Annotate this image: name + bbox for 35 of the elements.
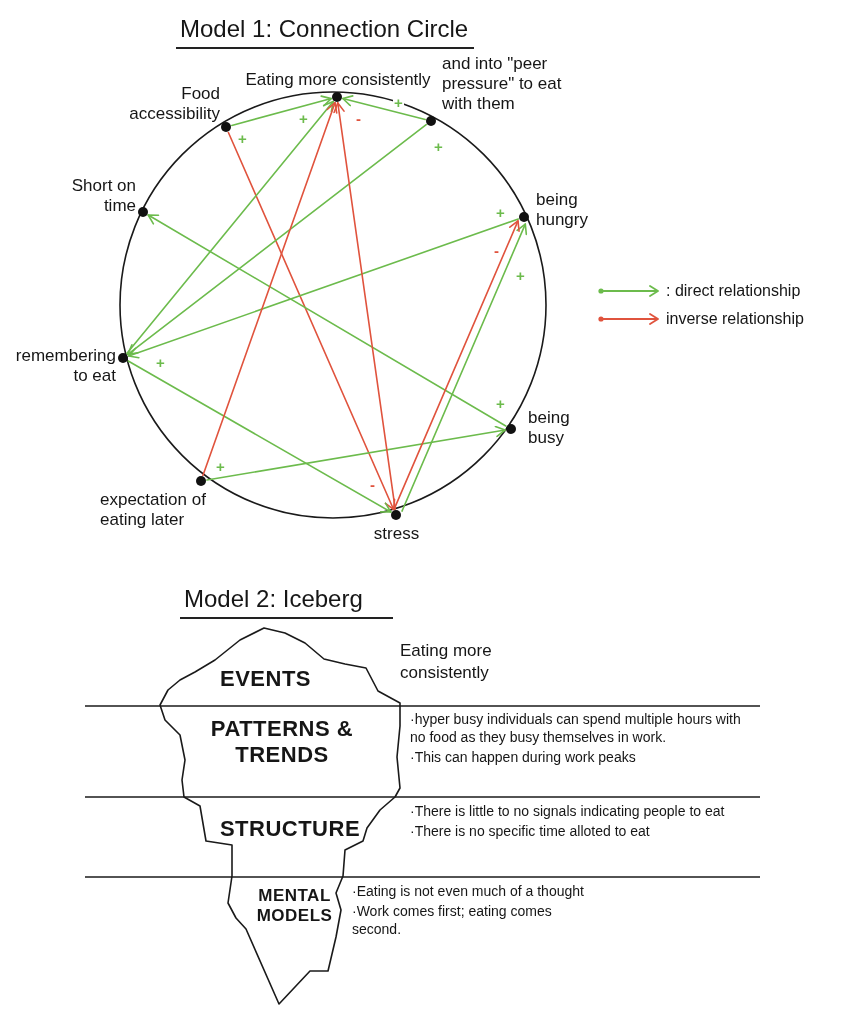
level-description: ·This can happen during work peaks	[410, 748, 637, 766]
level-description: ·Eating is not even much of a thought	[352, 882, 585, 900]
node-label: Food accessibility	[128, 84, 220, 124]
level-name: EVENTS	[219, 666, 312, 692]
level-name: MENTAL MODELS	[256, 886, 333, 926]
level-description: ·hyper busy individuals can spend multiple hours with no food as they busy themselves in work.	[410, 710, 742, 746]
arrow	[127, 360, 392, 513]
level-description: ·There is little to no signals indicating people to eat	[410, 802, 726, 820]
arrow	[227, 131, 396, 511]
node-label: remembering to eat	[14, 346, 116, 386]
level-description: ·There is no specific time alloted to eat	[410, 822, 651, 840]
legend-label: : direct relationship	[666, 281, 801, 301]
node-label: being hungry	[536, 190, 589, 230]
arrow	[202, 101, 338, 477]
node-label: Eating more consistently	[245, 70, 431, 90]
arrow	[147, 214, 507, 427]
level-description: Eating more consistently	[400, 640, 493, 684]
section-heading: Model 2: Iceberg	[180, 584, 393, 619]
node-label: being busy	[528, 408, 571, 448]
arrow	[127, 123, 427, 356]
arrow	[127, 218, 520, 359]
node-label: stress	[373, 524, 420, 544]
node-label: and into "peer pressure" to eat with them	[442, 54, 563, 114]
arrow	[126, 100, 334, 355]
node-label: expectation of eating later	[100, 490, 207, 530]
arrow	[333, 102, 396, 510]
level-name: PATTERNS & TRENDS	[210, 716, 354, 768]
section-heading: Model 1: Connection Circle	[176, 14, 475, 49]
level-name: STRUCTURE	[219, 816, 361, 842]
level-description: ·Work comes first; eating comes second.	[352, 902, 553, 938]
arrow	[342, 95, 426, 121]
legend-label: inverse relationship	[666, 309, 804, 329]
arrow	[206, 425, 506, 481]
arrow	[231, 95, 332, 127]
node-label: Short on time	[70, 176, 136, 216]
